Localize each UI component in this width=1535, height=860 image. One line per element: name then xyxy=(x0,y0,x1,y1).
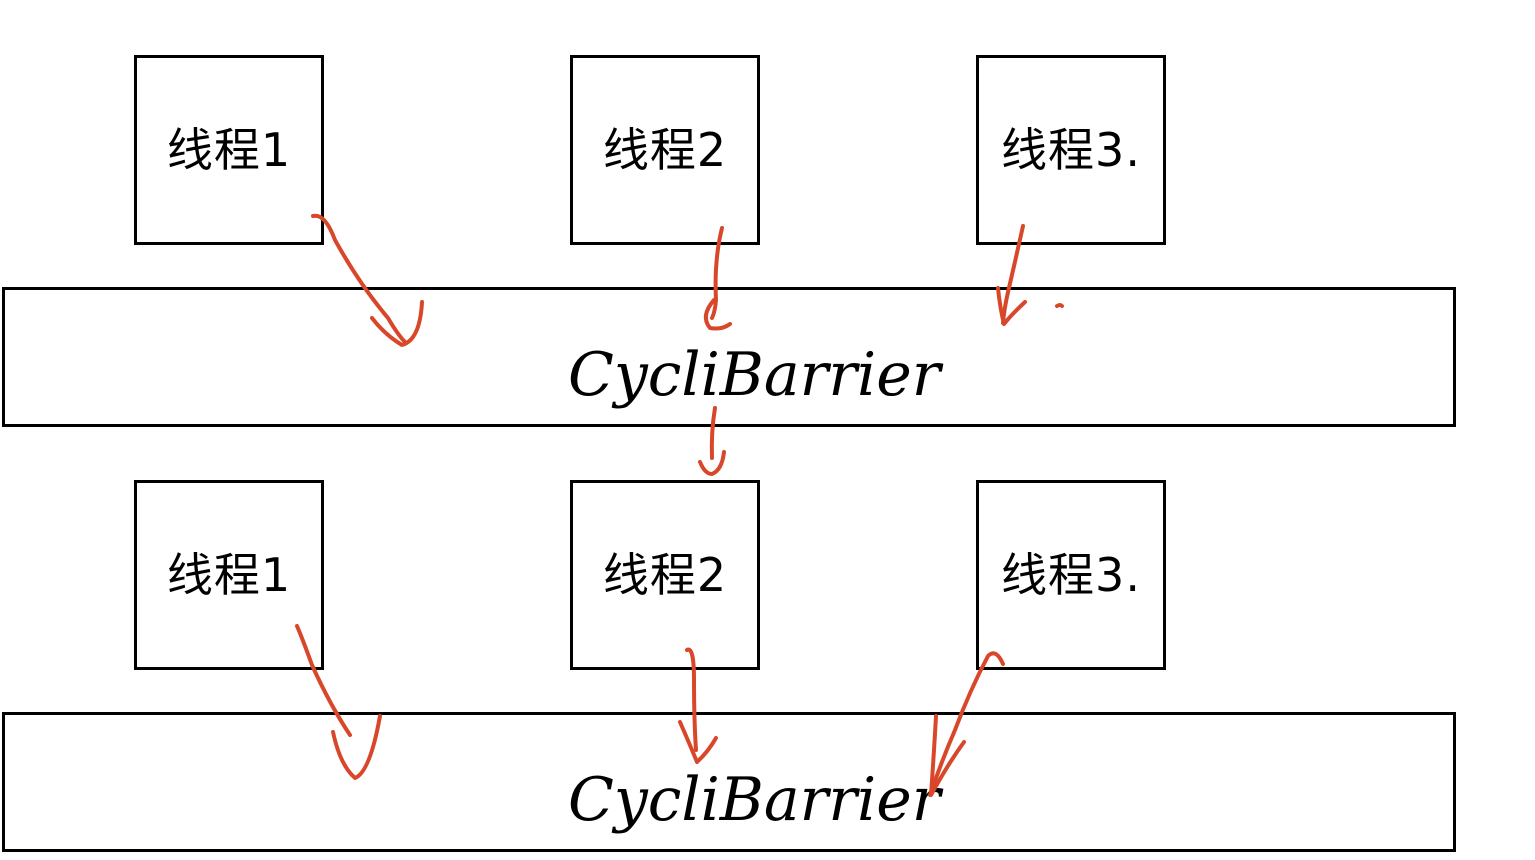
barrier-phase1 xyxy=(2,287,1456,427)
thread-label: 线程1 xyxy=(166,548,292,602)
barrier-phase2 xyxy=(2,712,1456,852)
thread-label: 线程2 xyxy=(602,548,728,602)
thread-box-phase1-2: 线程2 xyxy=(570,55,760,245)
thread-box-phase2-3: 线程3. xyxy=(976,480,1166,670)
thread-label: 线程3. xyxy=(1001,123,1141,177)
thread-box-phase1-1: 线程1 xyxy=(134,55,324,245)
thread-box-phase2-1: 线程1 xyxy=(134,480,324,670)
thread-box-phase2-2: 线程2 xyxy=(570,480,760,670)
barrier-label-phase1: CycliBarrier xyxy=(568,340,941,410)
thread-label: 线程2 xyxy=(602,123,728,177)
thread-label: 线程3. xyxy=(1001,548,1141,602)
barrier-label-phase2: CycliBarrier xyxy=(568,765,941,835)
thread-box-phase1-3: 线程3. xyxy=(976,55,1166,245)
thread-label: 线程1 xyxy=(166,123,292,177)
